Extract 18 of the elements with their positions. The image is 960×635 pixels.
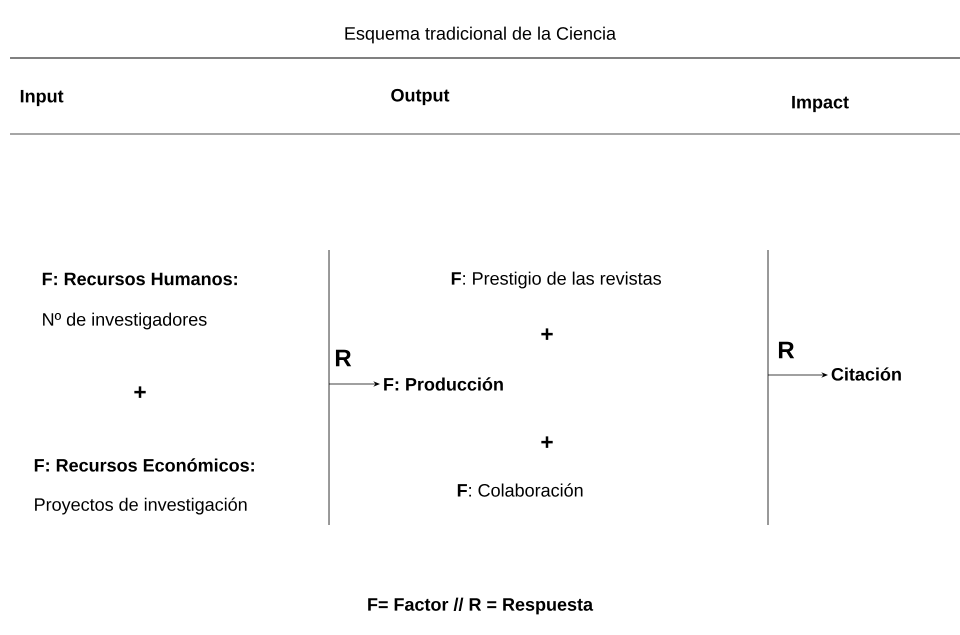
edge-label: R [336, 350, 352, 366]
title: Esquema tradicional de la Ciencia [345, 26, 616, 44]
factor-label: F: Colaboración [458, 483, 582, 497]
result-text: F: Producción [384, 377, 503, 391]
plus-sign: + [541, 328, 553, 340]
indicator-text: Nº de investigadores [43, 312, 207, 330]
column-heading: Input [20, 90, 64, 106]
plus-sign: + [541, 436, 553, 448]
column-heading: Output [391, 88, 450, 106]
result-text: Citación [832, 367, 901, 381]
caption: F= Factor // R = Respuesta [368, 598, 594, 614]
plus-sign: + [134, 386, 146, 398]
edge-label: R [778, 342, 794, 358]
factor-label: F: Recursos Económicos: [34, 458, 254, 472]
indicator-text: Proyectos de investigación [35, 498, 247, 514]
factor-label: F: Recursos Humanos: [42, 272, 237, 286]
factor-label: F: Prestigio de las revistas [452, 272, 661, 288]
column-heading: Impact [792, 96, 849, 112]
